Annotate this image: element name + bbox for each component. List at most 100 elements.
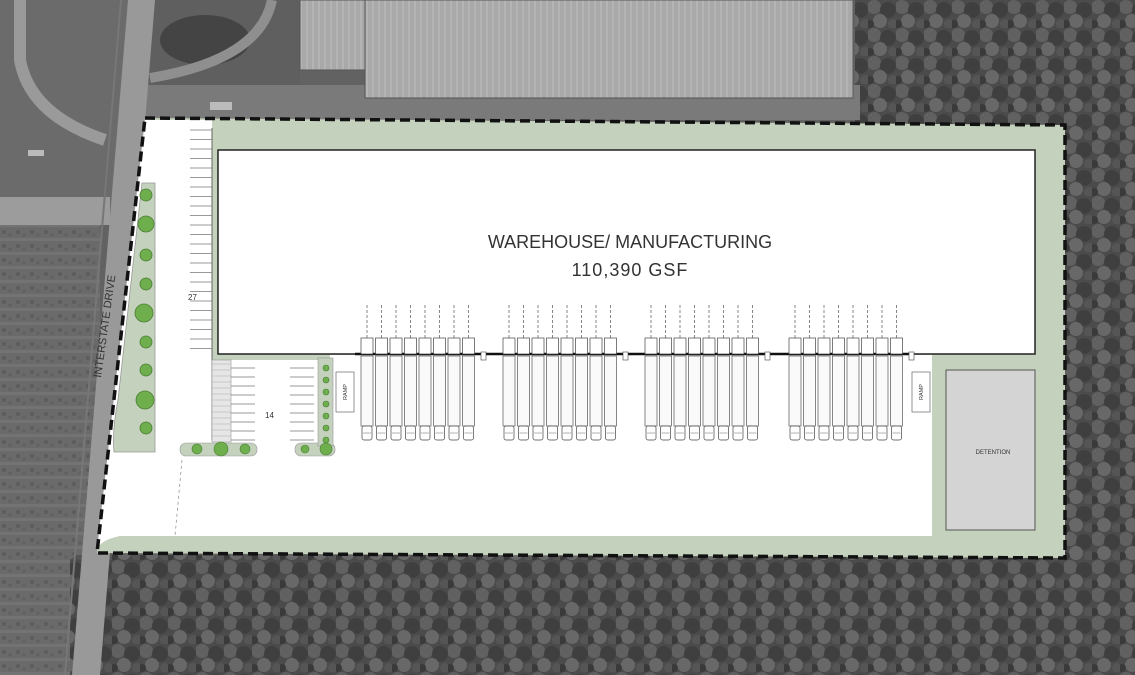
trailer xyxy=(803,355,816,427)
dock-door-trailer xyxy=(688,305,701,441)
south-parking-stalls xyxy=(212,363,314,441)
tree xyxy=(191,443,203,455)
existing-building-roof-west xyxy=(299,0,366,71)
dock-door xyxy=(717,337,730,355)
west-landscape-strip xyxy=(113,182,156,453)
trailer xyxy=(688,355,701,427)
existing-building-roof xyxy=(364,0,854,99)
tree xyxy=(300,444,310,454)
trailer xyxy=(890,355,903,427)
dock-door-trailer xyxy=(517,305,530,441)
dock-door xyxy=(517,337,530,355)
building-area: 110,390 GSF xyxy=(572,260,689,280)
shrub-cluster xyxy=(160,15,250,65)
tree xyxy=(322,364,330,372)
drive-loop xyxy=(149,0,277,83)
dock-door xyxy=(731,337,745,355)
dock-door-trailer xyxy=(389,305,403,441)
site: 27 14 WAREHOUSE/ MANUFACTURING 110,390 G… xyxy=(95,116,1067,560)
trailer xyxy=(575,355,588,427)
tree xyxy=(322,412,330,420)
north-lot-count: 27 xyxy=(188,293,197,302)
south-lot-count: 14 xyxy=(265,411,274,420)
dock-door-trailer xyxy=(502,305,516,441)
dock-door xyxy=(702,337,716,355)
dock-door-trailer xyxy=(546,305,559,441)
dock-door-trailer xyxy=(644,305,658,441)
tree xyxy=(319,442,333,456)
tree xyxy=(322,436,330,444)
trailer xyxy=(560,355,574,427)
paved-area xyxy=(97,120,932,550)
trailer xyxy=(404,355,417,427)
tree xyxy=(139,421,153,435)
ramp-east: RAMP xyxy=(911,371,931,413)
dock-door xyxy=(360,337,374,355)
trailer xyxy=(375,355,388,427)
ramp-east-box xyxy=(911,371,931,413)
trailer xyxy=(702,355,716,427)
dock-door xyxy=(832,337,845,355)
dock-door xyxy=(659,337,672,355)
dock-door-trailer xyxy=(659,305,672,441)
dock-group xyxy=(502,305,629,441)
dock-door xyxy=(788,337,802,355)
trailer xyxy=(659,355,672,427)
dock-bollard xyxy=(908,351,915,361)
trailer xyxy=(861,355,874,427)
dock-door-trailer xyxy=(433,305,446,441)
dock-door-trailer xyxy=(447,305,461,441)
dock-door xyxy=(389,337,403,355)
tree xyxy=(139,248,153,262)
dock-door xyxy=(447,337,461,355)
dock-door xyxy=(604,337,617,355)
dock-door-trailer xyxy=(589,305,603,441)
dock-group xyxy=(360,305,487,441)
dock-bollard xyxy=(764,351,771,361)
ramp-west-label: RAMP xyxy=(343,384,349,400)
dock-group xyxy=(644,305,771,441)
trailer xyxy=(604,355,617,427)
trailer xyxy=(589,355,603,427)
trailer xyxy=(644,355,658,427)
dock-door xyxy=(531,337,545,355)
woods-south xyxy=(70,555,1135,675)
dock-door xyxy=(746,337,759,355)
trailer xyxy=(546,355,559,427)
dock-door xyxy=(433,337,446,355)
sign-post xyxy=(28,150,44,156)
tree xyxy=(322,424,330,432)
warehouse-building: WAREHOUSE/ MANUFACTURING 110,390 GSF xyxy=(217,149,1036,355)
trailer xyxy=(788,355,802,427)
dock-group xyxy=(788,305,915,441)
tree xyxy=(134,303,154,323)
north-parking-stalls xyxy=(190,129,212,349)
trailer xyxy=(817,355,831,427)
dock-door-trailer xyxy=(788,305,802,441)
dock-door-trailer xyxy=(375,305,388,441)
dock-door-trailer xyxy=(731,305,745,441)
dock-door xyxy=(546,337,559,355)
property-line xyxy=(95,116,1067,560)
tree xyxy=(213,441,229,457)
tree xyxy=(322,400,330,408)
dock-door-trailer xyxy=(746,305,759,441)
trailer xyxy=(875,355,889,427)
dock-door xyxy=(375,337,388,355)
dock-door-trailer xyxy=(890,305,903,441)
dock-door xyxy=(644,337,658,355)
trailer xyxy=(462,355,475,427)
dock-door xyxy=(589,337,603,355)
dock-door-trailer xyxy=(531,305,545,441)
side-road-west xyxy=(0,197,110,225)
tree xyxy=(139,277,153,291)
road-edge-line xyxy=(64,0,122,675)
west-trees xyxy=(134,188,155,435)
curved-path xyxy=(14,0,107,146)
trailer xyxy=(502,355,516,427)
dock-bollard xyxy=(480,351,487,361)
dock-door-trailer xyxy=(462,305,475,441)
dock-door xyxy=(803,337,816,355)
detention-area: DETENTION xyxy=(945,369,1036,531)
trailer xyxy=(447,355,461,427)
